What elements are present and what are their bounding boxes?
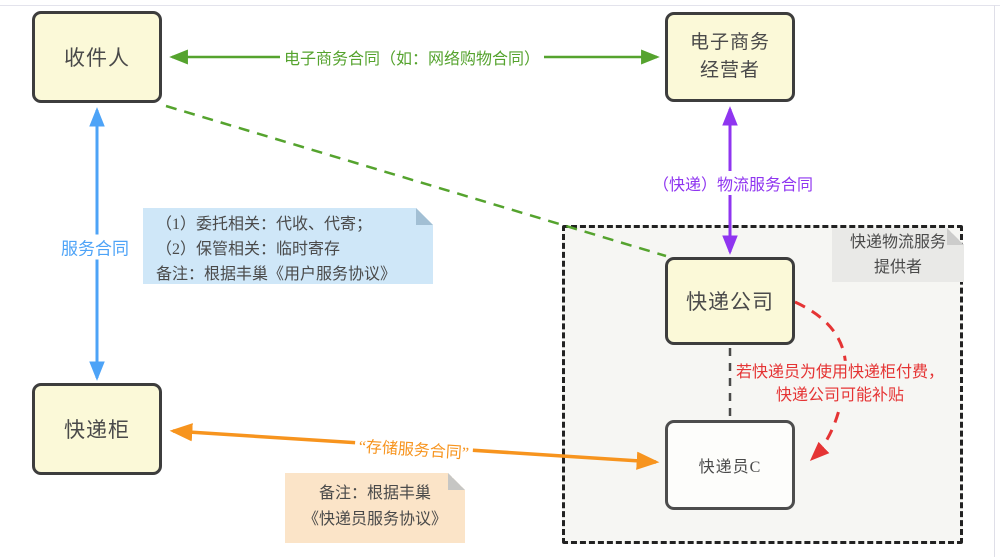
node-recipient: 收件人 <box>32 11 162 103</box>
node-recipient-label: 收件人 <box>64 46 130 70</box>
courier-agreement-line1: 备注：根据丰巢 <box>318 485 431 502</box>
node-ecommerce-operator-label-line1: 电子商务 <box>689 32 770 54</box>
node-express-company-label: 快递公司 <box>686 290 774 314</box>
storage-contract-label: “存储服务合同” <box>354 432 474 464</box>
courier-agreement-line2: 《快递员服务协议》 <box>302 510 447 528</box>
provider-caption-line1: 快递物流服务 <box>849 234 946 251</box>
courier-agreement-note: 备注：根据丰巢 《快递员服务协议》 <box>285 473 465 543</box>
note-fold-corner <box>416 208 433 225</box>
subsidy-annotation: 若快递员为使用快递柜付费， 快递公司可能补贴 <box>735 360 945 408</box>
node-courier-c: 快递员C <box>665 420 795 510</box>
page-edge-right <box>994 5 995 557</box>
node-courier-c-label: 快递员C <box>698 459 762 476</box>
node-locker-label: 快递柜 <box>64 418 130 442</box>
provider-caption-line2: 提供者 <box>873 258 922 276</box>
user-agreement-note: （1）委托相关：代收、代寄； （2）保管相关：临时寄存 备注：根据丰巢《用户服务… <box>143 208 433 284</box>
user-agreement-line3: 备注：根据丰巢《用户服务协议》 <box>156 265 397 283</box>
service-contract-label: 服务合同 <box>57 234 133 260</box>
node-locker: 快递柜 <box>32 383 162 475</box>
page-edge-top <box>0 5 1000 6</box>
note-fold-corner <box>448 473 465 490</box>
node-ecommerce-operator-label-line2: 经营者 <box>699 60 760 81</box>
subsidy-line2: 快递公司可能补贴 <box>775 387 905 404</box>
ecommerce-contract-label: 电子商务合同（如：网络购物合同） <box>279 45 545 69</box>
node-ecommerce-operator: 电子商务 经营者 <box>665 12 795 102</box>
user-agreement-line1: （1）委托相关：代收、代寄； <box>156 216 373 233</box>
logistics-contract-label: （快递）物流服务合同 <box>648 171 818 195</box>
subsidy-line1: 若快递员为使用快递柜付费， <box>735 363 945 381</box>
node-express-company: 快递公司 <box>665 257 795 345</box>
user-agreement-line2: （2）保管相关：临时寄存 <box>156 240 341 258</box>
provider-group-caption-note: 快递物流服务 提供者 <box>832 228 964 282</box>
